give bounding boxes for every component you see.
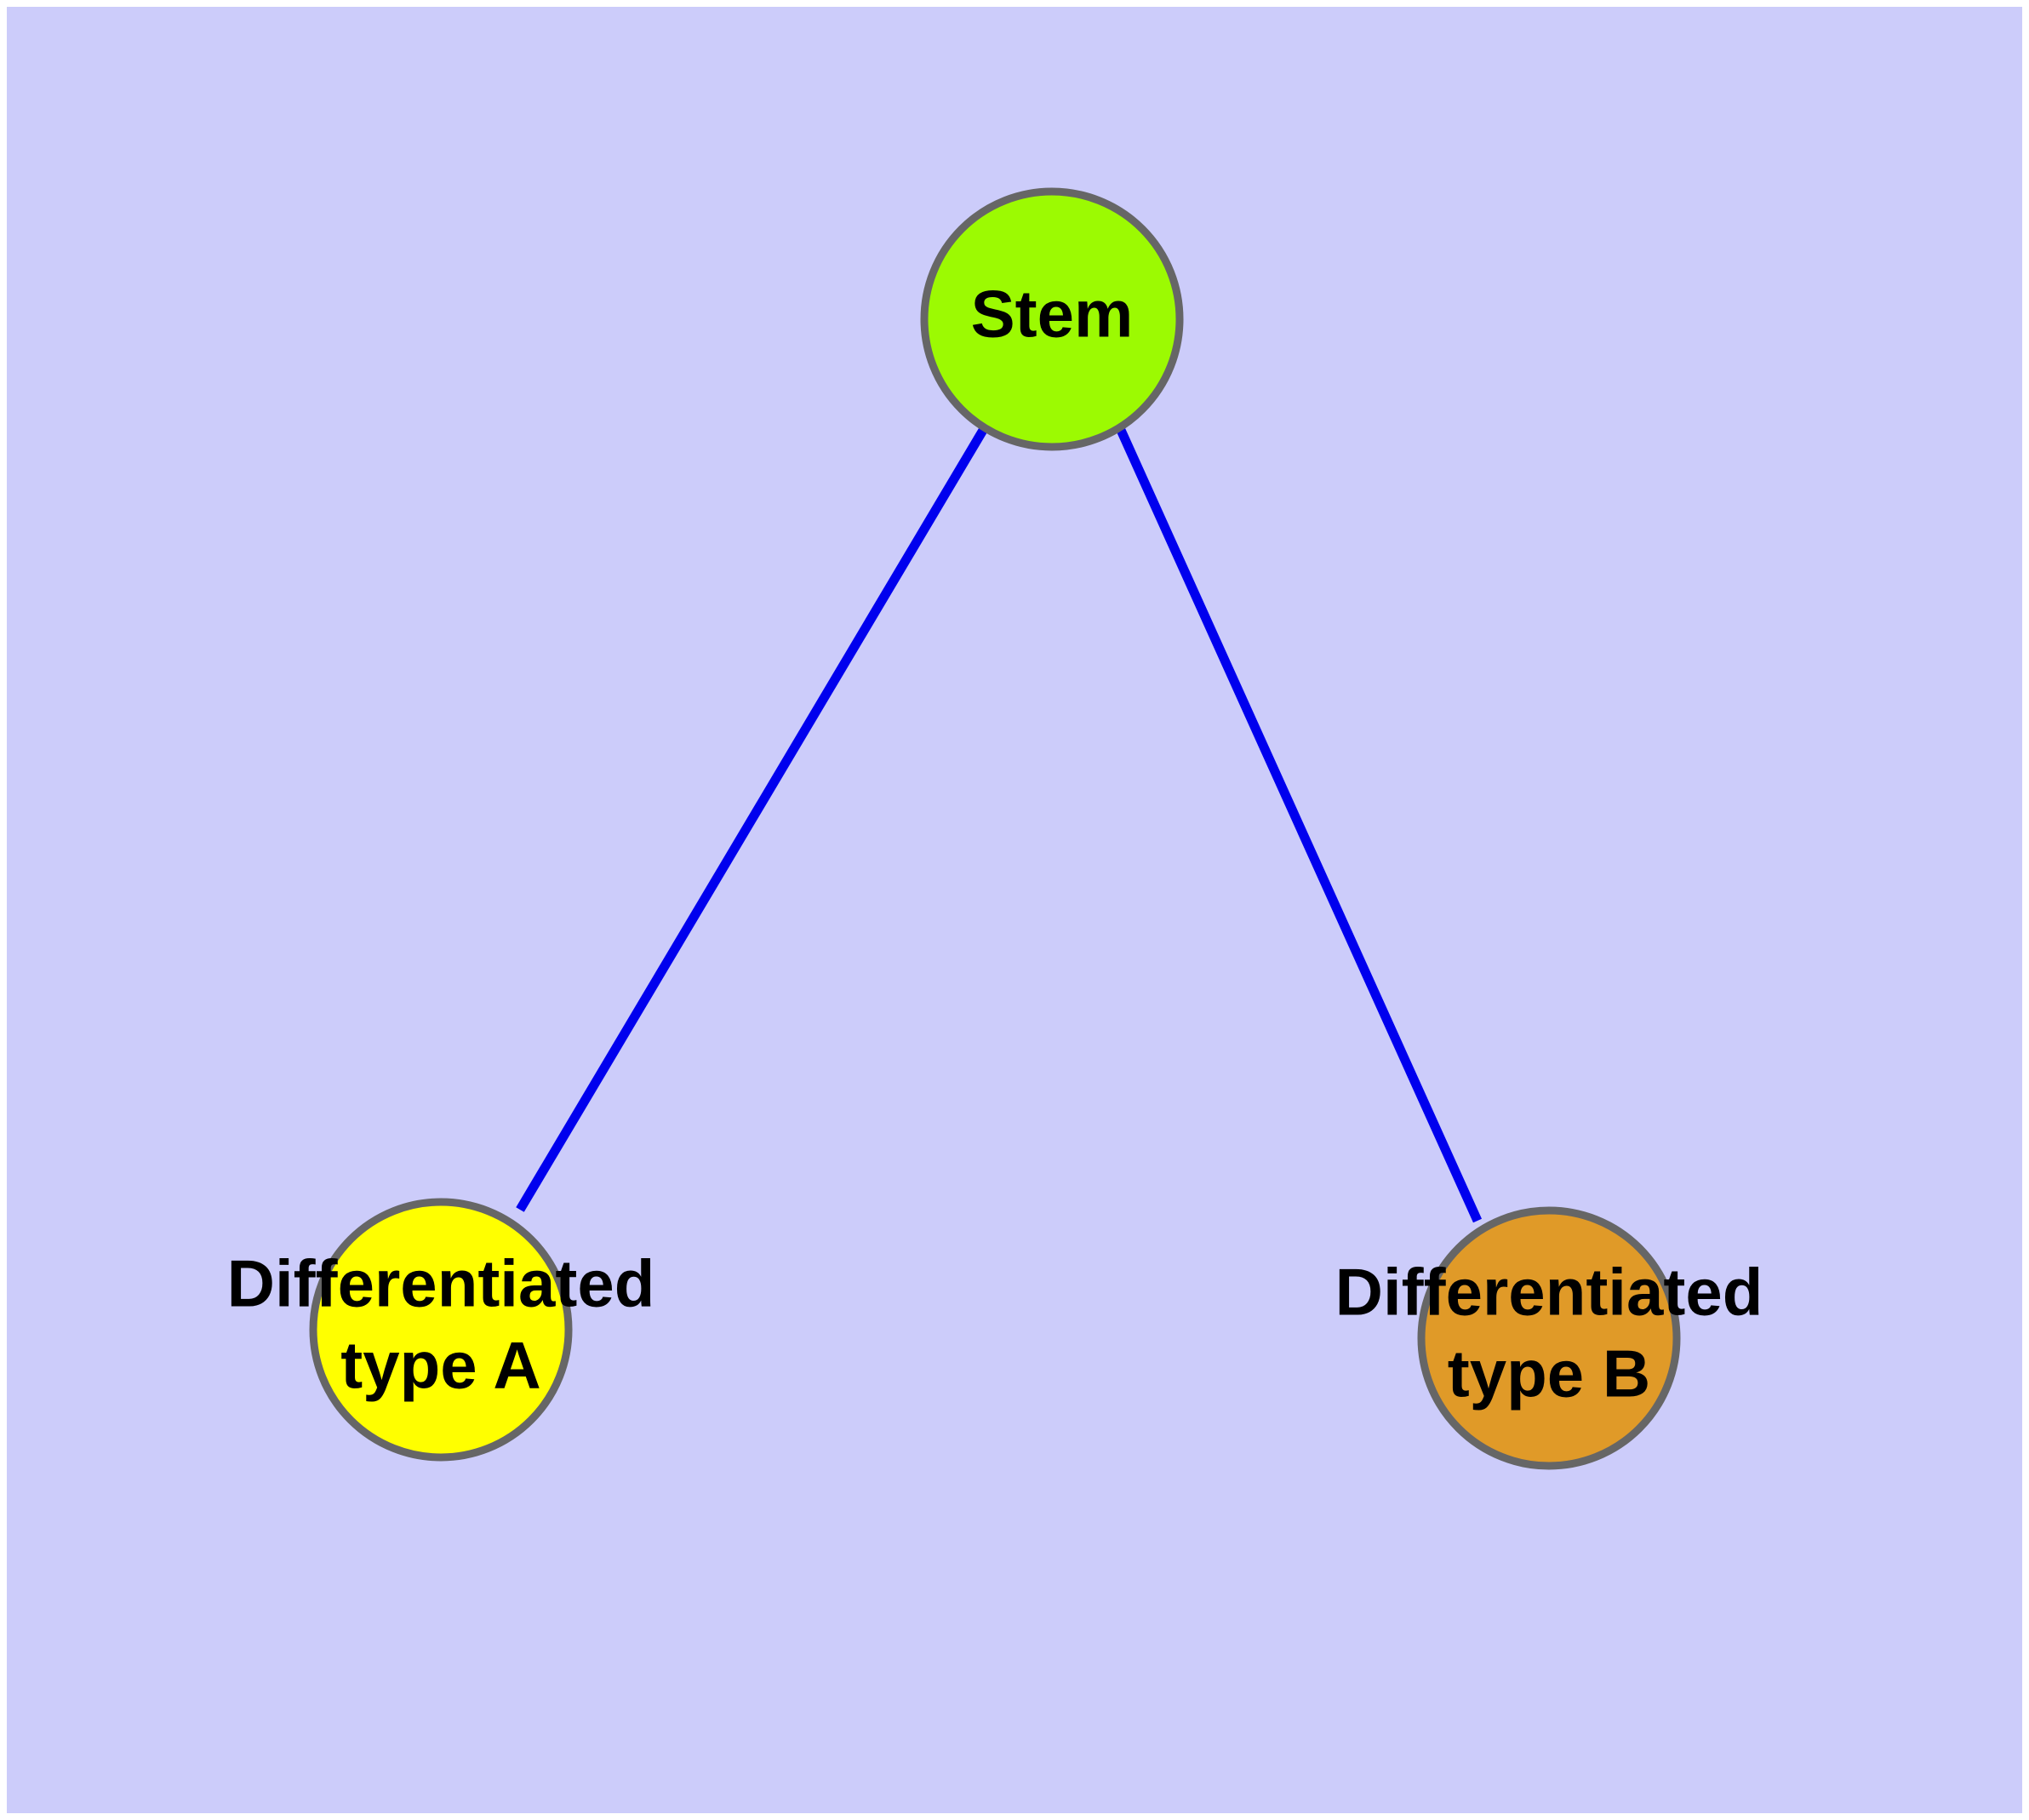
node-diff-a[interactable] <box>309 1198 573 1462</box>
nodes-group <box>309 187 1681 1470</box>
node-label-diff-b-line1: Differentiated <box>1335 1255 1763 1330</box>
edges-group <box>516 425 1483 1223</box>
node-labels-group: Differentiated type A Differentiated typ… <box>227 277 1763 1411</box>
edge-stem-to-diff-b <box>1115 426 1483 1223</box>
node-label-diff-a-line1: Differentiated <box>227 1246 655 1321</box>
node-label-diff-a-line2: type A <box>340 1328 541 1403</box>
node-circle-stem[interactable] <box>920 187 1184 451</box>
node-circle-diff-b[interactable] <box>1417 1206 1681 1470</box>
node-circle-diff-a[interactable] <box>309 1198 573 1462</box>
node-diff-b[interactable] <box>1417 1206 1681 1470</box>
node-stem[interactable] <box>920 187 1184 451</box>
node-label-diff-b-line2: type B <box>1448 1336 1650 1411</box>
node-label-stem-line1: Stem <box>971 277 1134 352</box>
edge-stem-to-diff-a <box>516 425 989 1212</box>
